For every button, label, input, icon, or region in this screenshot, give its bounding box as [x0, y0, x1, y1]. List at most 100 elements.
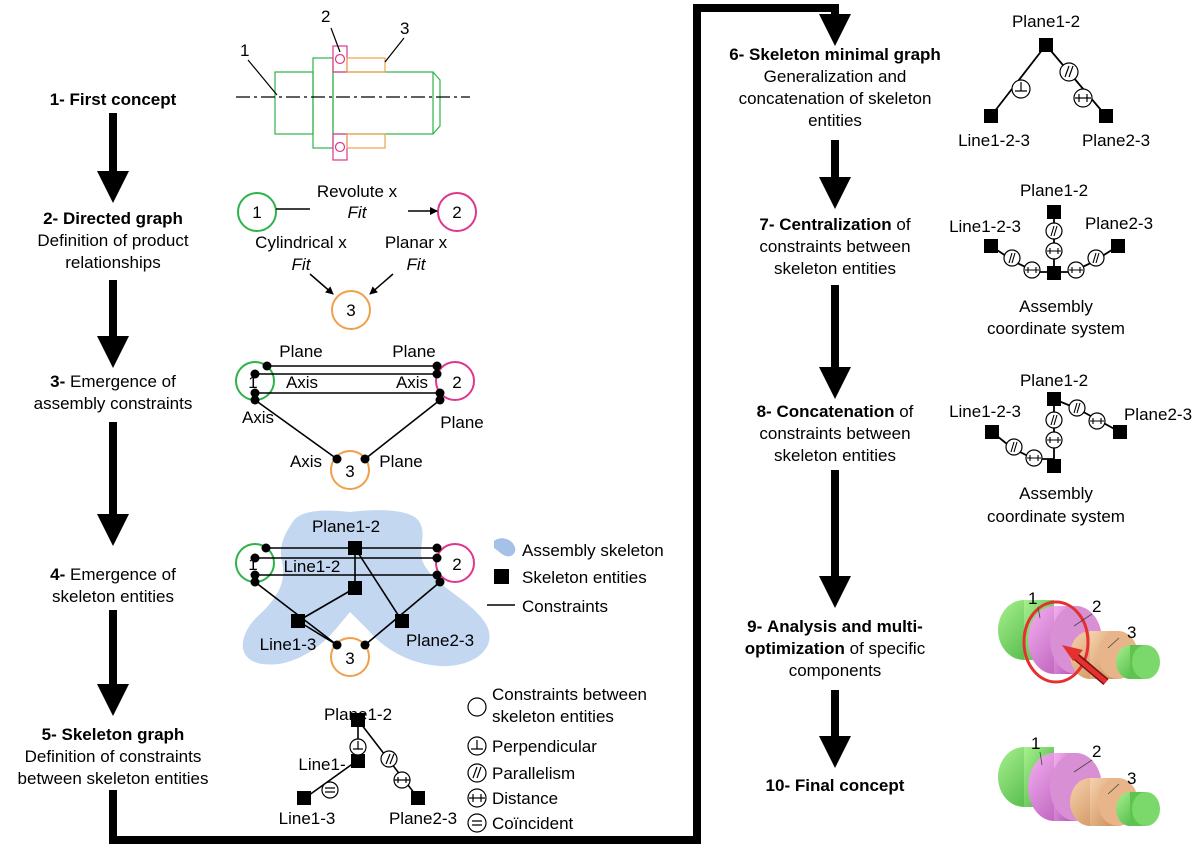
step-8-line-2: skeleton entities	[774, 446, 896, 465]
assy-plane-1: Plane	[279, 342, 322, 361]
ccg-plane23: Plane2-3	[1124, 405, 1192, 424]
sg-plane23: Plane2-3	[389, 809, 457, 828]
assy-axis-2: Axis	[396, 373, 428, 392]
legend-constraints-between: Constraints between	[492, 685, 647, 704]
step-1-number: 1-	[49, 90, 65, 109]
assy-plane-4: Plane	[379, 452, 422, 471]
assy-node-3: 3	[345, 462, 354, 481]
legend-assembly-skeleton: Assembly skeleton	[522, 541, 664, 560]
step-3-text: 3- Emergence of assembly constraints	[0, 371, 226, 415]
step-7-title: Centralization	[779, 215, 892, 234]
legend-coincident-icon	[467, 813, 487, 833]
leader-2	[330, 27, 341, 53]
node-1	[237, 192, 277, 232]
legend-perpendicular: Perpendicular	[492, 737, 597, 756]
skel-plane23: Plane2-3	[406, 631, 474, 650]
edge-revolute: Revolute x	[317, 182, 398, 201]
step-4-number: 4-	[50, 565, 66, 584]
step-5-text: 5- Skeleton graph Definition of constrai…	[0, 724, 226, 790]
concept-callout-3: 3	[400, 19, 409, 38]
step-2-line-2: relationships	[65, 253, 161, 272]
step-3-number: 3-	[50, 372, 66, 391]
leader-3	[384, 37, 405, 63]
render10-callout-1: 1	[1031, 734, 1040, 753]
step-7-line-2: skeleton entities	[774, 259, 896, 278]
legend-constraints: Constraints	[522, 597, 608, 616]
render-final: 1 2 3	[998, 734, 1160, 826]
step-9-text: 9- Analysis and multi- optimization of s…	[718, 616, 952, 682]
first-concept-drawing	[236, 27, 470, 161]
ccg-caption1: Assembly	[1019, 484, 1093, 503]
step-8-text: 8- Concatenation of constraints between …	[718, 401, 952, 467]
step-8-number: 8-	[756, 402, 772, 421]
bearing-ball-bottom	[334, 141, 346, 153]
step-6-number: 6-	[729, 45, 745, 64]
mg-line123: Line1-2-3	[958, 131, 1030, 150]
edge-planar-fit: Fit	[407, 255, 427, 274]
step-10-number: 10-	[765, 776, 791, 795]
step-6-line-3: entities	[808, 111, 862, 130]
step-5-line-2: between skeleton entities	[17, 769, 209, 788]
part-1-chamfer	[432, 71, 441, 135]
cg-caption1: Assembly	[1019, 297, 1093, 316]
step-2-line-1: Definition of product	[37, 231, 189, 250]
step-4-text: 4- Emergence of skeleton entities	[0, 564, 226, 608]
legend-entity-swatch	[494, 569, 509, 584]
mg-plane23: Plane2-3	[1082, 131, 1150, 150]
cg-plane23: Plane2-3	[1085, 214, 1153, 233]
skel-line13: Line1-3	[260, 635, 317, 654]
skeleton-entities-graph: 1 2 3 Plane1-2 Line1-2 Line1-3 Plane2-3 …	[235, 510, 664, 677]
concept-callouts: 1 2 3	[240, 7, 409, 60]
flow-arrows	[97, 4, 851, 844]
concatenation-graph: Plane1-2 Line1-2-3 Plane2-3 Assembly coo…	[949, 371, 1192, 526]
step-5-title: Skeleton graph	[61, 725, 185, 744]
step-5-line-1: Definition of constraints	[24, 747, 202, 766]
legend-skeleton-entities-2: skeleton entities	[492, 707, 614, 726]
step-2-text: 2- Directed graph Definition of product …	[0, 208, 226, 274]
edge-cylindrical: Cylindrical x	[255, 233, 347, 252]
assembly-constraints-graph: 1 2 3 Plane Plane Axis Axis Axis Plane A…	[235, 342, 484, 490]
step-10-text: 10- Final concept	[718, 775, 952, 797]
assy-node-2: 2	[452, 373, 461, 392]
skel-node-1: 1	[248, 555, 257, 574]
step-7-rest: of	[891, 215, 911, 234]
edge-cylindrical-fit: Fit	[292, 255, 312, 274]
connector-5-6	[109, 4, 851, 844]
step-6-title: Skeleton minimal graph	[749, 45, 941, 64]
step-3-rest: Emergence of	[70, 372, 176, 391]
mg-plane12: Plane1-2	[1012, 12, 1080, 31]
highlight-ring	[1022, 600, 1090, 684]
step-3-line-1: assembly constraints	[33, 394, 193, 413]
concept-callout-2: 2	[321, 7, 330, 26]
step-4-line-1: skeleton entities	[52, 587, 174, 606]
legend-distance: Distance	[492, 789, 558, 808]
render9-callout-1: 1	[1028, 589, 1037, 608]
part-1-shaft	[332, 71, 434, 135]
centralization-graph: Plane1-2 Line1-2-3 Plane2-3 Assembly coo…	[949, 181, 1153, 338]
legend-skeleton-entities: Skeleton entities	[522, 568, 647, 587]
minimal-graph: Plane1-2 Line1-2-3 Plane2-3	[958, 12, 1150, 150]
ccg-caption2: coordinate system	[987, 507, 1125, 526]
step-5-number: 5-	[41, 725, 57, 744]
bearing-ball-top	[334, 53, 346, 65]
cg-plane12: Plane1-2	[1020, 181, 1088, 200]
assy-axis-3: Axis	[242, 408, 274, 427]
skel-node-3: 3	[345, 649, 354, 668]
step-9-title: Analysis and multi-	[766, 617, 923, 636]
part-3-bottom	[346, 133, 386, 149]
part-3-top	[346, 57, 386, 73]
directed-graph: 1 2 3 Revolute x Fit Cylindrical x Fit P…	[237, 182, 477, 330]
render10-callout-3: 3	[1127, 769, 1136, 788]
node-2-label: 2	[452, 203, 461, 222]
render9-callout-3: 3	[1127, 623, 1136, 642]
edge-planar: Planar x	[385, 233, 448, 252]
step-4-rest: Emergence of	[70, 565, 176, 584]
legend-constraint-circle	[467, 697, 487, 717]
sg-line1: Line1-	[298, 755, 345, 774]
legend-parallelism: Parallelism	[492, 764, 575, 783]
cg-caption2: coordinate system	[987, 319, 1125, 338]
step-9-rest: of specific	[844, 639, 926, 658]
render-analysis: 1 2 3	[998, 589, 1160, 686]
step-6-line-1: Generalization and	[763, 67, 907, 86]
